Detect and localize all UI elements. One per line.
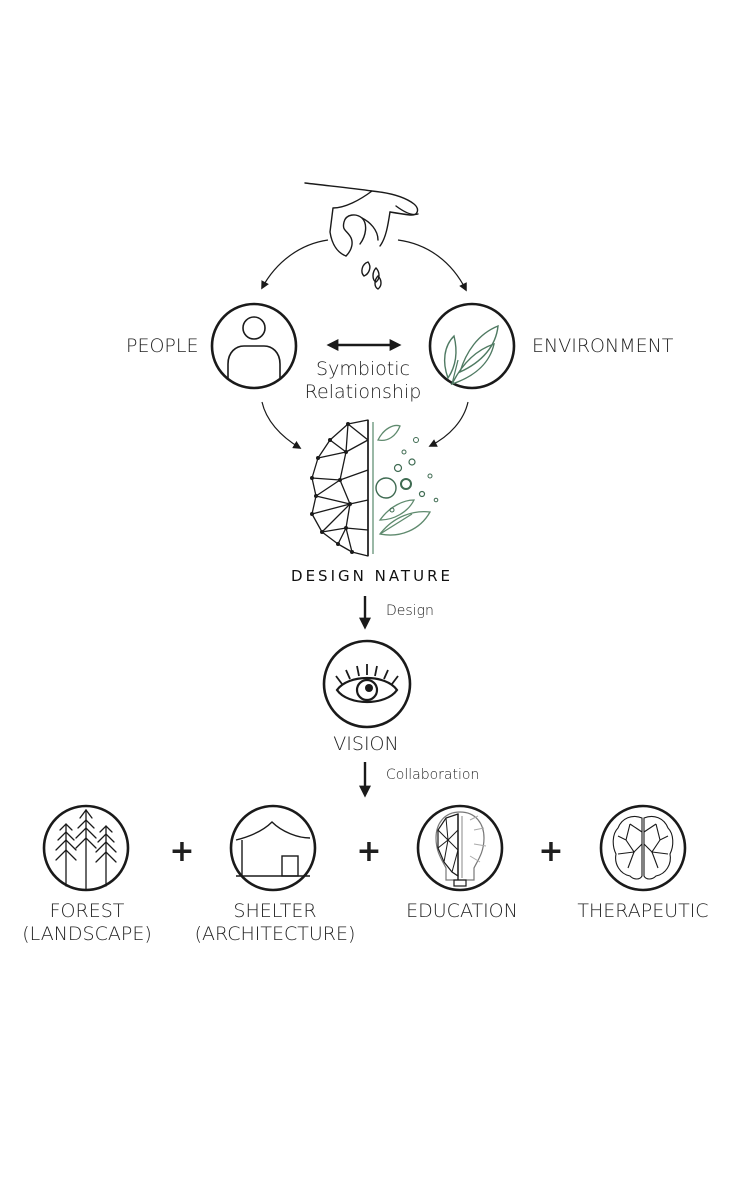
brain-nature-icon — [310, 419, 439, 557]
outcome-forest-label: FOREST (LANDSCAPE) — [22, 900, 151, 946]
people-label: PEOPLE — [126, 335, 199, 357]
vision-label: VISION — [333, 733, 399, 755]
forest-icon — [42, 804, 130, 892]
relationship-line-2: Relationship — [304, 380, 422, 403]
person-icon — [210, 302, 298, 390]
shelter-icon — [229, 804, 317, 892]
plus-operator-2: + — [356, 834, 382, 869]
eye-icon — [322, 639, 412, 729]
relationship-line-1: Symbiotic — [316, 358, 410, 380]
seeds — [361, 261, 382, 290]
hand-icon — [304, 182, 419, 257]
arrow-environment-to-core — [428, 401, 469, 447]
collaboration-step-label: Collaboration — [386, 767, 480, 783]
outcome-shelter-label: SHELTER (ARCHITECTURE) — [195, 900, 356, 946]
leaves-icon — [428, 302, 516, 390]
arrow-hand-to-environment — [397, 239, 467, 292]
outcome-therapeutic-label: THERAPEUTIC — [577, 900, 709, 922]
outcome-shelter-line-2: (ARCHITECTURE) — [194, 922, 356, 945]
outcome-shelter-line-1: SHELTER — [233, 900, 317, 922]
environment-label: ENVIRONMENT — [532, 335, 674, 357]
arrow-people-to-core — [261, 401, 302, 449]
arrow-hand-to-people — [261, 239, 329, 290]
plus-operator-1: + — [169, 834, 195, 869]
lightbulb-brain-icon — [416, 804, 504, 892]
outcome-forest-line-2: (LANDSCAPE) — [22, 922, 152, 945]
core-title: DESIGN NATURE — [291, 567, 453, 585]
outcome-education-label: EDUCATION — [406, 900, 518, 922]
design-step-label: Design — [386, 603, 434, 619]
brain-icon — [599, 804, 687, 892]
relationship-label: Symbiotic Relationship — [305, 358, 422, 404]
plus-operator-3: + — [538, 834, 564, 869]
outcome-forest-line-1: FOREST — [49, 900, 125, 922]
